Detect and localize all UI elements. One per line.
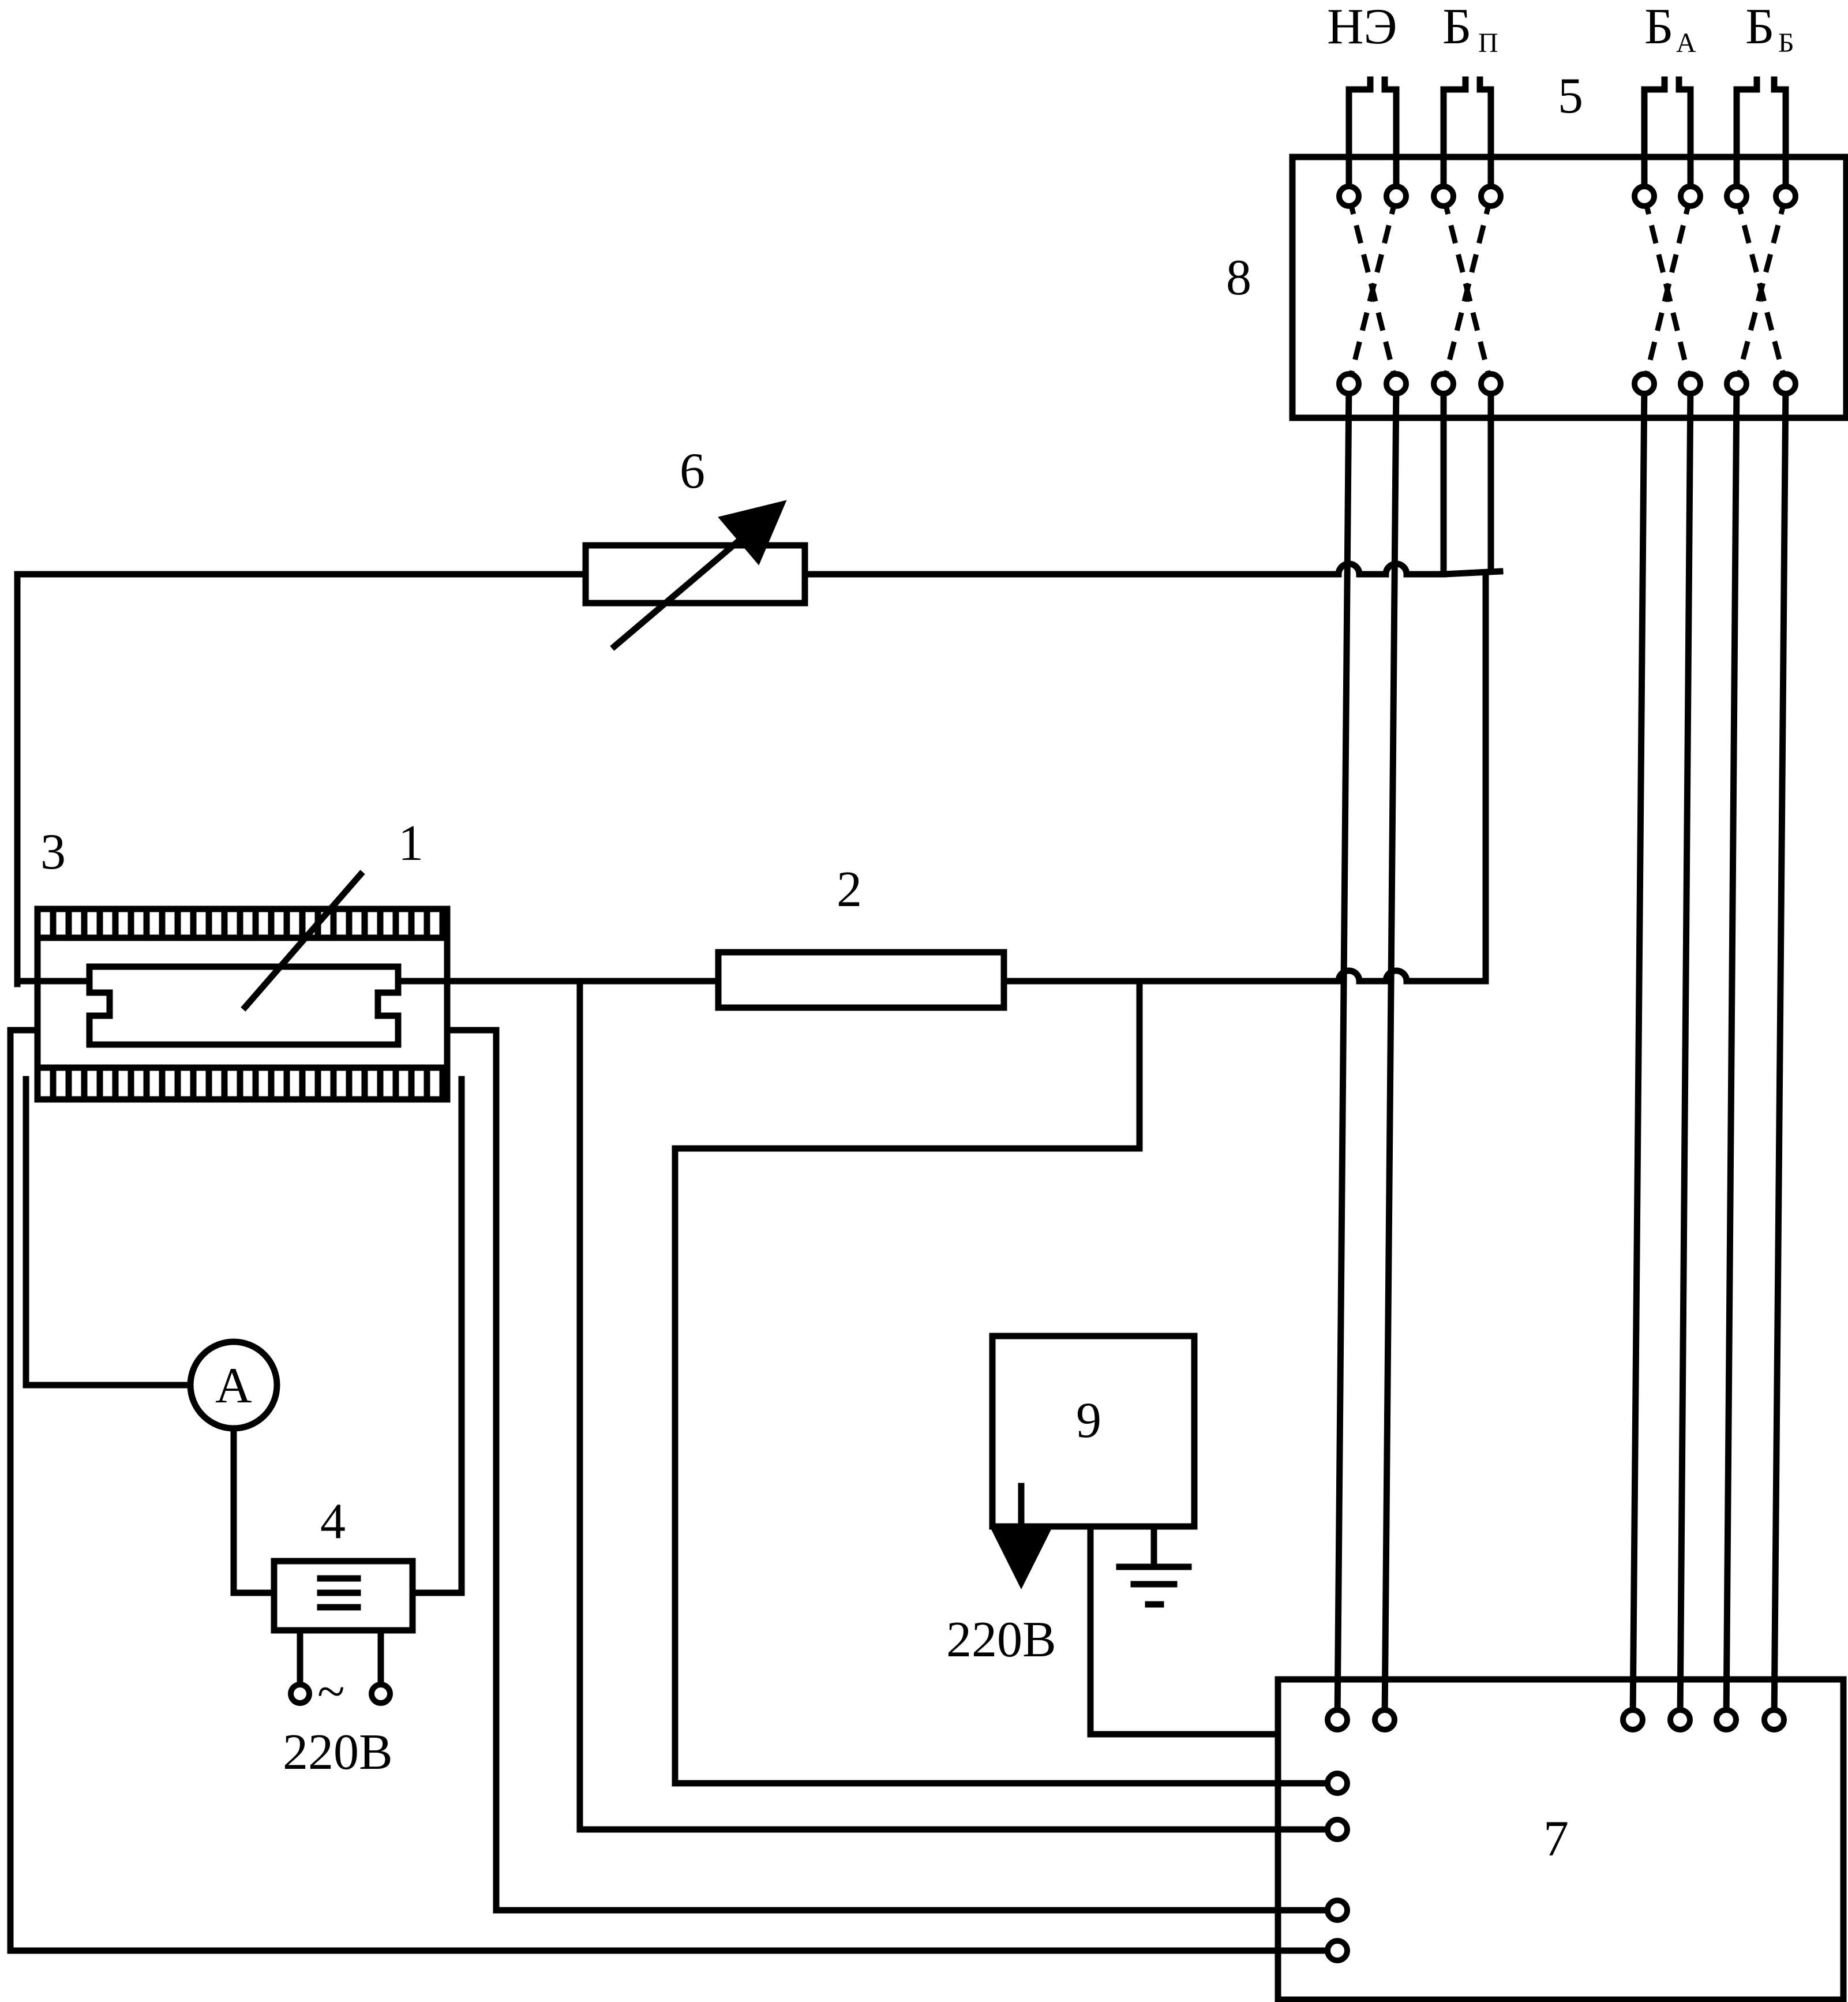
sensor-label-bb: Б <box>1745 0 1775 55</box>
wire-before-2 <box>576 978 1341 1833</box>
heater-block-3 <box>34 870 451 1103</box>
wire-after-2 <box>672 978 1341 1787</box>
sensor-cables <box>1334 380 1789 1723</box>
sensor-label-bp: Б <box>1442 0 1472 55</box>
terminal <box>1620 1707 1645 1732</box>
terminal <box>1384 371 1409 396</box>
sensor-sub-ba: А <box>1676 28 1696 58</box>
terminal <box>1478 371 1504 396</box>
terminal <box>1714 1707 1739 1732</box>
wire-heater-left <box>7 1027 1341 1954</box>
terminal <box>1325 1707 1350 1732</box>
terminal <box>1325 1771 1350 1796</box>
terminal <box>1761 1707 1787 1732</box>
terminal <box>1325 1938 1350 1963</box>
ac-symbol: ~ <box>317 1664 345 1720</box>
label-4: 4 <box>320 1494 346 1550</box>
terminal <box>1773 371 1798 396</box>
terminal <box>1724 371 1749 396</box>
terminal <box>1325 1817 1350 1842</box>
sensor-sub-bb: Б <box>1778 28 1794 58</box>
wire-top-left <box>14 571 589 987</box>
terminal <box>1773 184 1798 209</box>
terminal <box>1667 1707 1693 1732</box>
label-1: 1 <box>398 815 423 871</box>
terminal <box>1632 371 1657 396</box>
sensor-leads <box>1345 86 1789 200</box>
recorder-block-7 <box>1275 1676 1847 2002</box>
terminal <box>1384 184 1409 209</box>
terminal <box>1678 371 1703 396</box>
terminals <box>1325 184 1798 1963</box>
wire-heater-right <box>444 1027 1341 1914</box>
label-9: 9 <box>1076 1393 1101 1449</box>
terminal <box>1336 184 1362 209</box>
variable-arrow-icon <box>610 500 787 651</box>
supply-label-left: 220В <box>283 1724 393 1780</box>
resistor-2 <box>715 949 1007 1011</box>
label-6: 6 <box>680 443 705 499</box>
sensor-label-ne: НЭ <box>1327 0 1397 55</box>
menu-lines-icon <box>317 1575 361 1611</box>
terminal <box>1325 1898 1350 1923</box>
sensor-symbols <box>1367 76 1778 93</box>
ground-icon <box>1116 1523 1192 1608</box>
terminal <box>1724 184 1749 209</box>
sensor-sub-bp: П <box>1478 28 1498 58</box>
supply-label-mid: 220В <box>946 1612 1056 1668</box>
switch-block-8 <box>1289 154 1848 421</box>
terminal <box>1678 184 1703 209</box>
terminal <box>1372 1707 1397 1732</box>
terminal <box>1336 371 1362 396</box>
label-5: 5 <box>1558 68 1583 124</box>
ammeter-label: A <box>215 1358 252 1414</box>
terminal <box>1431 371 1456 396</box>
label-2: 2 <box>837 862 862 918</box>
label-3: 3 <box>40 824 66 880</box>
terminal <box>1632 184 1657 209</box>
label-7: 7 <box>1543 1811 1569 1867</box>
label-8: 8 <box>1226 250 1251 306</box>
switch-crossovers <box>1346 195 1789 385</box>
terminal <box>1478 184 1504 209</box>
sensor-label-ba: Б <box>1644 0 1674 55</box>
terminal <box>1431 184 1456 209</box>
sample-1 <box>86 963 402 1048</box>
